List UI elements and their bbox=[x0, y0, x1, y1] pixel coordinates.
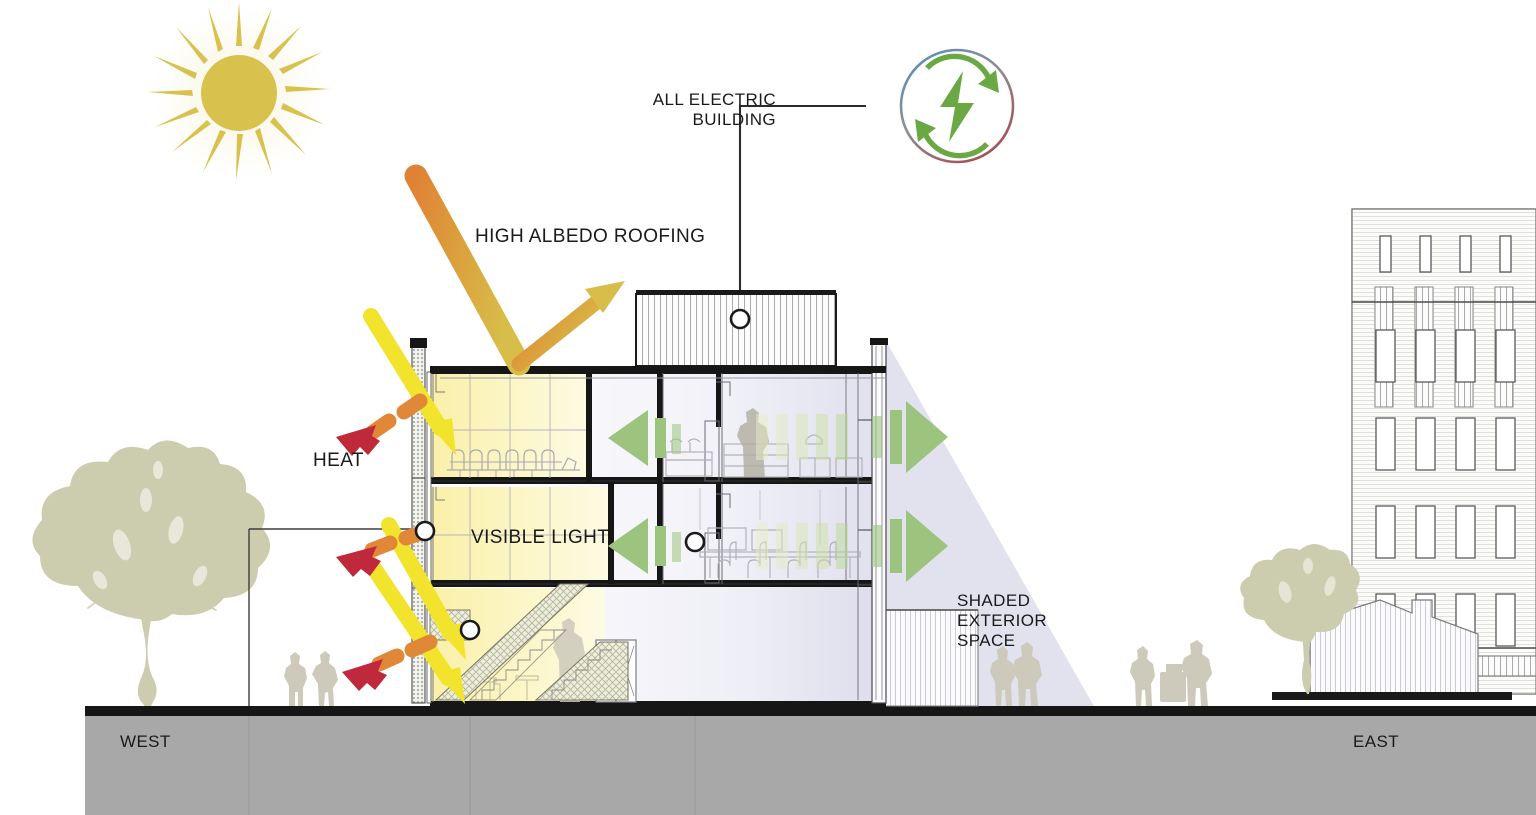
east-existing-building bbox=[1272, 208, 1536, 700]
callout-marker-roof bbox=[729, 308, 751, 330]
lightning-bolt-icon bbox=[940, 71, 974, 142]
tree-west bbox=[32, 440, 271, 708]
person-upper-floor bbox=[737, 408, 769, 477]
label-high-albedo-roofing: HIGH ALBEDO ROOFING bbox=[475, 226, 706, 247]
roof-penthouse bbox=[635, 290, 837, 367]
callout-markers bbox=[414, 308, 751, 641]
label-all-electric-building: ALL ELECTRIC BUILDING bbox=[652, 90, 776, 130]
solar-reflection-arrow bbox=[404, 164, 625, 376]
airflow-arrow-inbound-upper bbox=[608, 410, 681, 466]
label-visible-light: VISIBLE LIGHT bbox=[471, 527, 610, 548]
sun-icon bbox=[148, 2, 330, 180]
workstations-lower bbox=[699, 527, 861, 578]
callout-marker-ground-floor bbox=[684, 531, 706, 553]
label-orientation-east: EAST bbox=[1353, 732, 1400, 751]
airflow-arrows bbox=[608, 401, 948, 582]
callout-marker-atrium bbox=[459, 619, 481, 641]
heat-rejection-arrow-upper bbox=[336, 393, 428, 456]
label-shaded-exterior-space: SHADED EXTERIOR SPACE bbox=[957, 591, 1048, 651]
heat-rejection-arrow-ground bbox=[342, 634, 438, 691]
daylight-arrows bbox=[363, 308, 466, 704]
callout-marker-west-facade bbox=[414, 520, 436, 542]
all-electric-badge bbox=[899, 48, 1015, 164]
airflow-arrow-outbound-lower bbox=[872, 510, 948, 582]
recycle-arrow-icon bbox=[920, 53, 994, 159]
all-electric-leader-line bbox=[738, 104, 866, 316]
people-group-west bbox=[284, 651, 338, 706]
airflow-arrow-inbound-lower bbox=[608, 518, 681, 574]
conference-seating-upper bbox=[447, 449, 580, 477]
tree-east bbox=[1240, 544, 1360, 694]
label-orientation-west: WEST bbox=[120, 732, 171, 751]
label-heat: HEAT bbox=[313, 450, 364, 471]
airflow-arrow-outbound-upper bbox=[872, 401, 948, 473]
ground-plane bbox=[85, 706, 1536, 815]
